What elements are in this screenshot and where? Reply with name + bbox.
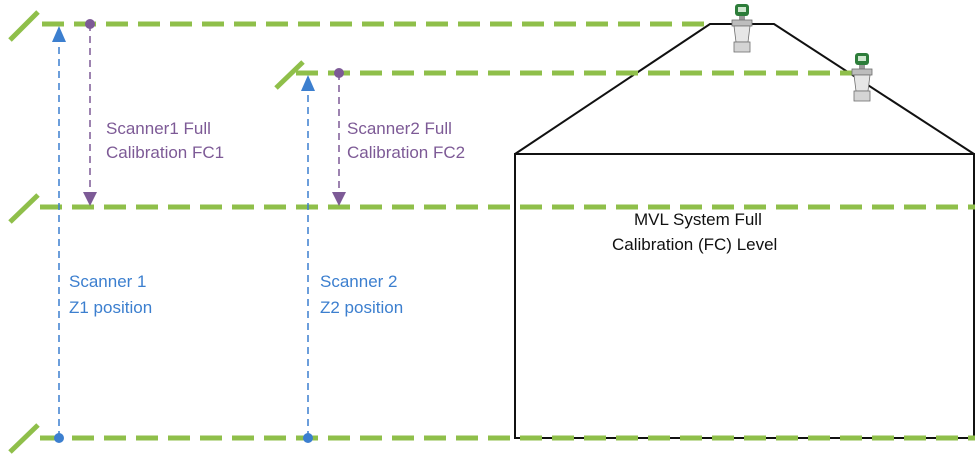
z2-arrow-start-dot xyxy=(303,433,313,443)
level-tick-scanner2-top xyxy=(274,60,305,90)
scanner2-z-label: Scanner 2 Z2 position xyxy=(320,272,403,317)
silo-outline xyxy=(514,23,975,439)
z1-arrowhead xyxy=(52,26,66,42)
scanner1-z-label-line1: Scanner 1 xyxy=(69,272,147,291)
z-arrows xyxy=(52,26,315,443)
scanner1-z-label: Scanner 1 Z1 position xyxy=(69,272,152,317)
level-tick-fc xyxy=(8,193,40,224)
level-tick-bottom xyxy=(8,423,40,454)
mvl-fc-label-line2: Calibration (FC) Level xyxy=(612,235,777,254)
fc1-arrowhead xyxy=(83,192,97,206)
scanner1-fc-label-line1: Scanner1 Full xyxy=(106,119,211,138)
scanner-device-icon xyxy=(731,4,753,53)
scanner2-z-label-line2: Z2 position xyxy=(320,298,403,317)
scanner1-fc-label: Scanner1 Full Calibration FC1 xyxy=(106,119,224,162)
scanner-device-icon xyxy=(851,53,873,102)
level-lines xyxy=(8,10,975,454)
scanner2-z-label-line1: Scanner 2 xyxy=(320,272,398,291)
z2-arrowhead xyxy=(301,75,315,91)
fc-arrows xyxy=(83,19,346,206)
mvl-fc-label-line1: MVL System Full xyxy=(634,210,762,229)
z1-arrow-start-dot xyxy=(54,433,64,443)
scanner2-fc-label-line2: Calibration FC2 xyxy=(347,143,465,162)
fc2-arrowhead xyxy=(332,192,346,206)
level-tick-scanner1-top xyxy=(8,10,40,42)
scanner2-fc-label: Scanner2 Full Calibration FC2 xyxy=(347,119,465,162)
scanner1-fc-label-line2: Calibration FC1 xyxy=(106,143,224,162)
fc1-arrow-start-dot xyxy=(85,19,95,29)
mvl-fc-label: MVL System Full Calibration (FC) Level xyxy=(612,210,777,254)
fc2-arrow-start-dot xyxy=(334,68,344,78)
scanner1-z-label-line2: Z1 position xyxy=(69,298,152,317)
silo-body xyxy=(514,153,975,439)
scanner2-fc-label-line1: Scanner2 Full xyxy=(347,119,452,138)
